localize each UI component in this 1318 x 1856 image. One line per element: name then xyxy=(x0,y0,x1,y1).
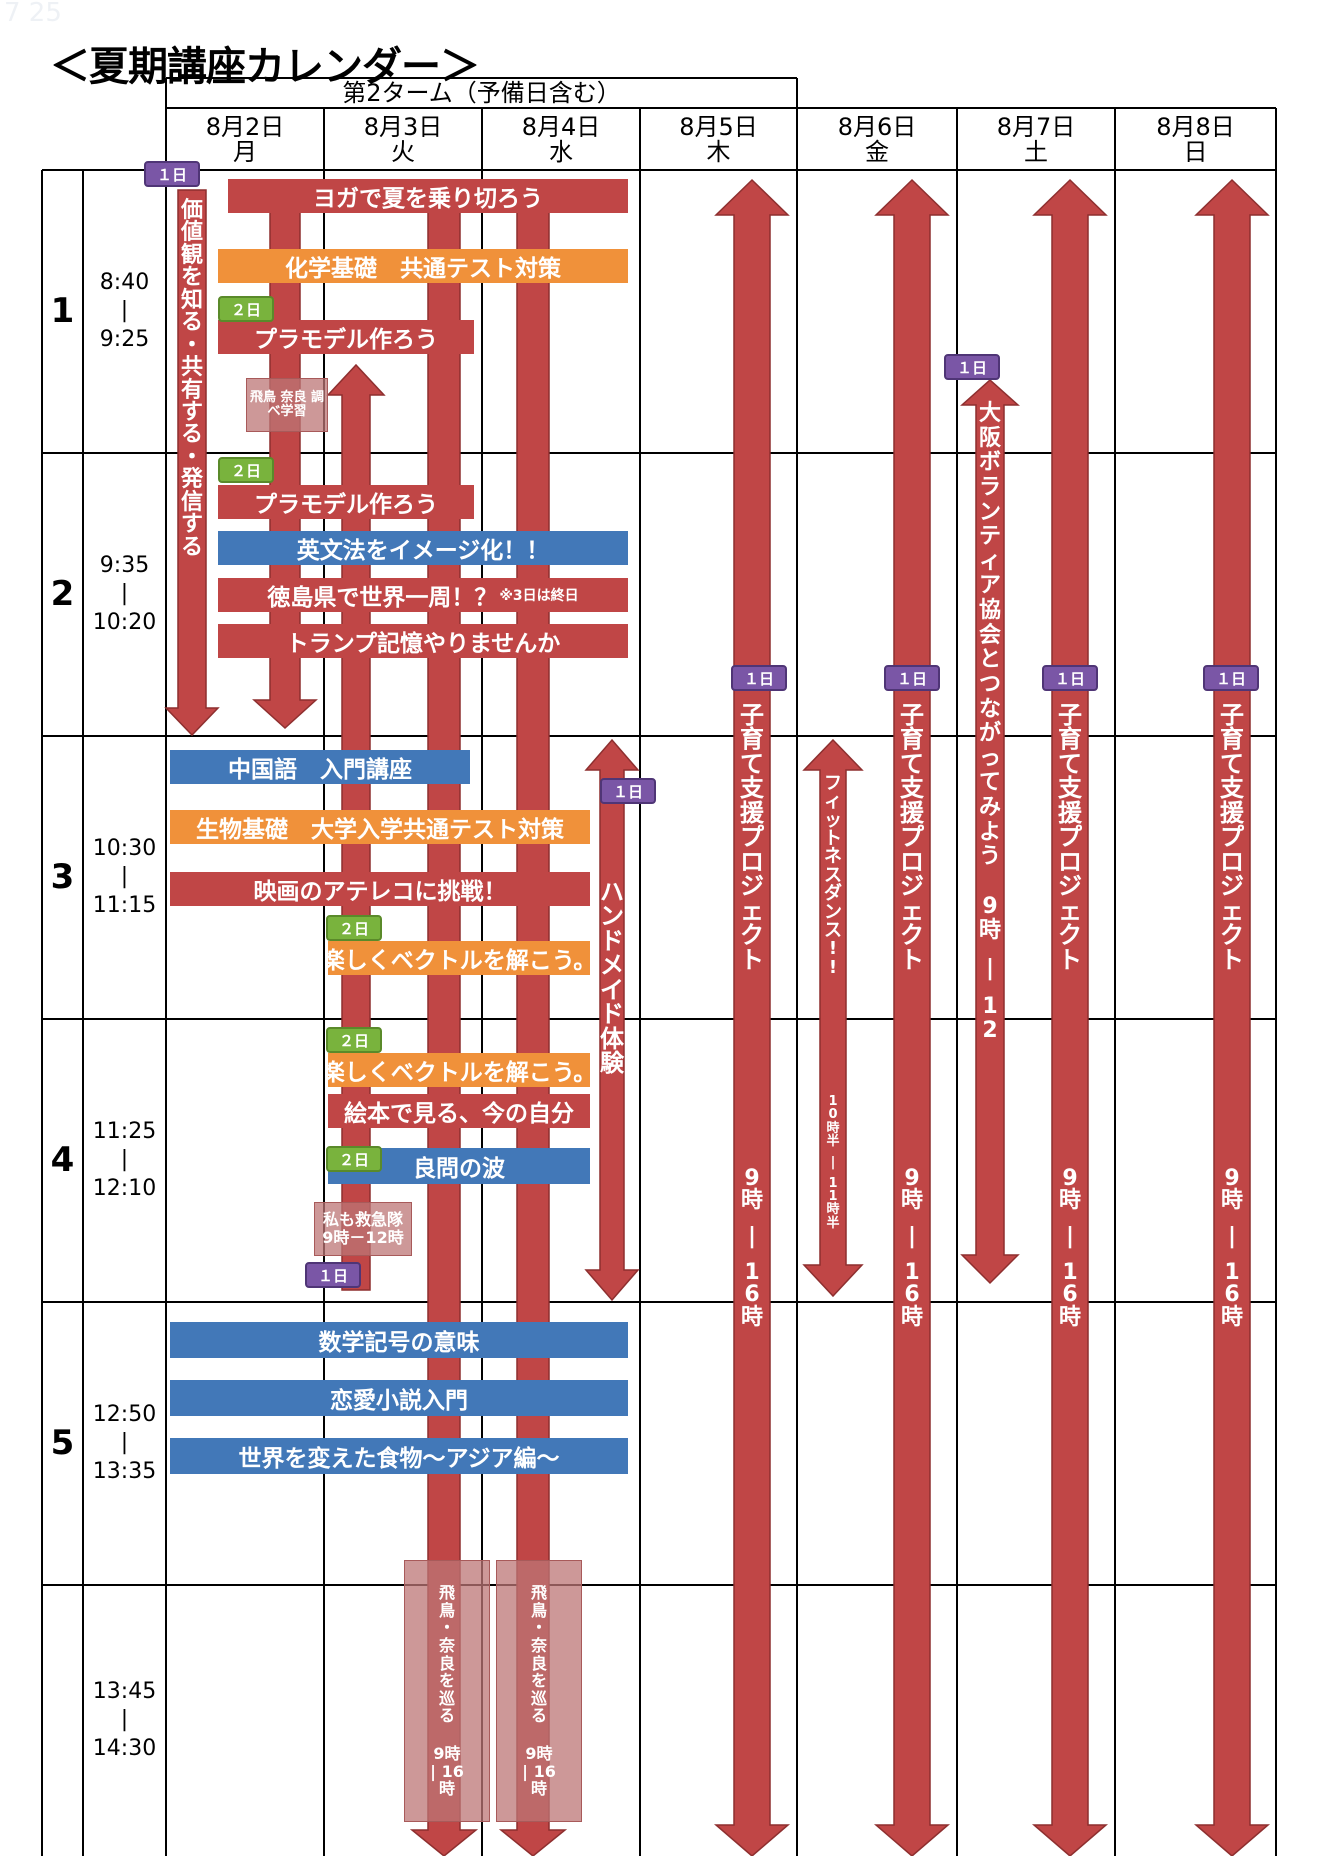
term-label: 第2ターム（予備日含む） xyxy=(342,78,621,107)
badge-two-day: ２日 xyxy=(326,1027,382,1053)
course-food: 世界を変えた食物～アジア編～ xyxy=(170,1438,628,1474)
badge-one-day: １日 xyxy=(1042,665,1098,691)
kosodate-label-5: 子育て支援プロジェクト子育て支援プロジェクト xyxy=(734,701,770,974)
vertical-text: ハンドメイド体験 xyxy=(600,878,624,1078)
badge-one-day: １日 xyxy=(1203,665,1259,691)
course-bio: 生物基礎 大学入学共通テスト対策 xyxy=(170,810,590,844)
vertical-text: 子育て支援プロジェクト xyxy=(1058,701,1082,974)
day-header-7: 8月8日日 xyxy=(1156,112,1235,166)
fitness-arrow xyxy=(802,738,864,1298)
period-number-1: 1 xyxy=(50,290,75,331)
course-vector-2: 楽しくベクトルを解こう。 xyxy=(328,1053,590,1087)
period-time-1: 8:40|9:25 xyxy=(99,269,150,352)
period-time-4: 11:25|12:10 xyxy=(92,1118,157,1201)
course-math: 数学記号の意味 xyxy=(170,1322,628,1358)
course-tokushima: 徳島県で世界一周！？※3日は終日 xyxy=(218,578,628,612)
day-header-5: 8月6日金 xyxy=(837,112,917,166)
asuka-study-note: 飛鳥 奈良 調べ学習 xyxy=(246,378,328,432)
course-eibunpo: 英文法をイメージ化！！ xyxy=(218,531,628,565)
kosodate-arrow-5 xyxy=(713,178,791,1856)
course-novel: 恋愛小説入門 xyxy=(170,1380,628,1416)
vertical-text: 子育て支援プロジェクト xyxy=(1220,701,1244,974)
course-plamo-2: プラモデル作ろう xyxy=(218,485,474,519)
period-number-2: 2 xyxy=(50,573,75,614)
course-trump: トランプ記憶やりませんか xyxy=(218,624,628,658)
period-time-5: 12:50|13:35 xyxy=(92,1401,157,1484)
course-chem: 化学基礎 共通テスト対策 xyxy=(218,249,628,283)
course-vector-1: 楽しくベクトルを解こう。 xyxy=(328,941,590,975)
kosodate-label-6: 子育て支援プロジェクト子育て支援プロジェクト xyxy=(894,701,930,974)
page-title: ＜夏期講座カレンダー＞ xyxy=(50,44,480,90)
osaka-arrow xyxy=(960,378,1020,1285)
day-header-3: 8月4日水 xyxy=(521,112,601,166)
badge-two-day: ２日 xyxy=(218,457,274,483)
vertical-text: 子育て支援プロジェクト xyxy=(900,701,924,974)
vertical-text: 子育て支援プロジェクト xyxy=(740,701,764,974)
badge-two-day: ２日 xyxy=(218,296,274,322)
course-yoga: ヨガで夏を乗り切ろう xyxy=(228,179,628,213)
day-header-1: 8月2日月 xyxy=(205,112,285,166)
handmade-arrow xyxy=(584,738,640,1302)
kosodate-arrow-8 xyxy=(1193,178,1271,1856)
course-ehon: 絵本で見る、今の自分 xyxy=(328,1094,590,1128)
kosodate-time-7: 9時 | 16時9時 | 16時 xyxy=(1052,1166,1088,1330)
badge-one-day: １日 xyxy=(600,778,656,804)
kosodate-time-8: 9時 | 16時9時 | 16時 xyxy=(1214,1166,1250,1330)
kosodate-arrow-6 xyxy=(873,178,951,1856)
course-afreco: 映画のアテレコに挑戦！ xyxy=(170,872,590,906)
kosodate-time-6: 9時 | 16時9時 | 16時 xyxy=(894,1166,930,1330)
badge-one-day: １日 xyxy=(144,161,200,187)
badge-one-day: １日 xyxy=(731,665,787,691)
kosodate-time-5: 9時 | 16時9時 | 16時 xyxy=(734,1166,770,1330)
kosodate-label-7: 子育て支援プロジェクト子育て支援プロジェクト xyxy=(1052,701,1088,974)
day-header-2: 8月3日火 xyxy=(363,112,443,166)
kosodate-arrow-7 xyxy=(1031,178,1109,1856)
period-time-6: 13:45|14:30 xyxy=(92,1678,157,1761)
kosodate-label-8: 子育て支援プロジェクト子育て支援プロジェクト xyxy=(1214,701,1250,974)
period-number-5: 5 xyxy=(50,1422,75,1463)
badge-one-day: １日 xyxy=(884,665,940,691)
period-time-3: 10:30|11:15 xyxy=(92,835,157,918)
page-number: 7 25 xyxy=(4,0,62,28)
handmade-label: ハンドメイド体験ハンドメイド体験 xyxy=(598,880,626,1076)
day-header-4: 8月5日木 xyxy=(679,112,758,166)
badge-two-day: ２日 xyxy=(326,915,382,941)
vertical-text: フィットネスダンス!! xyxy=(824,773,842,978)
period-time-2: 9:35|10:20 xyxy=(92,552,157,635)
course-plamo-1: プラモデル作ろう xyxy=(218,320,474,354)
vertical-text: 価値観を知る・共有する・発信する xyxy=(180,198,203,560)
badge-one-day: １日 xyxy=(944,354,1000,380)
kachikan-arrow xyxy=(164,189,220,737)
period-number-4: 4 xyxy=(50,1139,75,1180)
period-number-3: 3 xyxy=(50,856,75,897)
day-header-6: 8月7日土 xyxy=(996,112,1076,166)
badge-two-day: ２日 xyxy=(326,1146,382,1172)
badge-one-day: １日 xyxy=(305,1262,361,1288)
course-chinese: 中国語 入門講座 xyxy=(170,750,470,784)
